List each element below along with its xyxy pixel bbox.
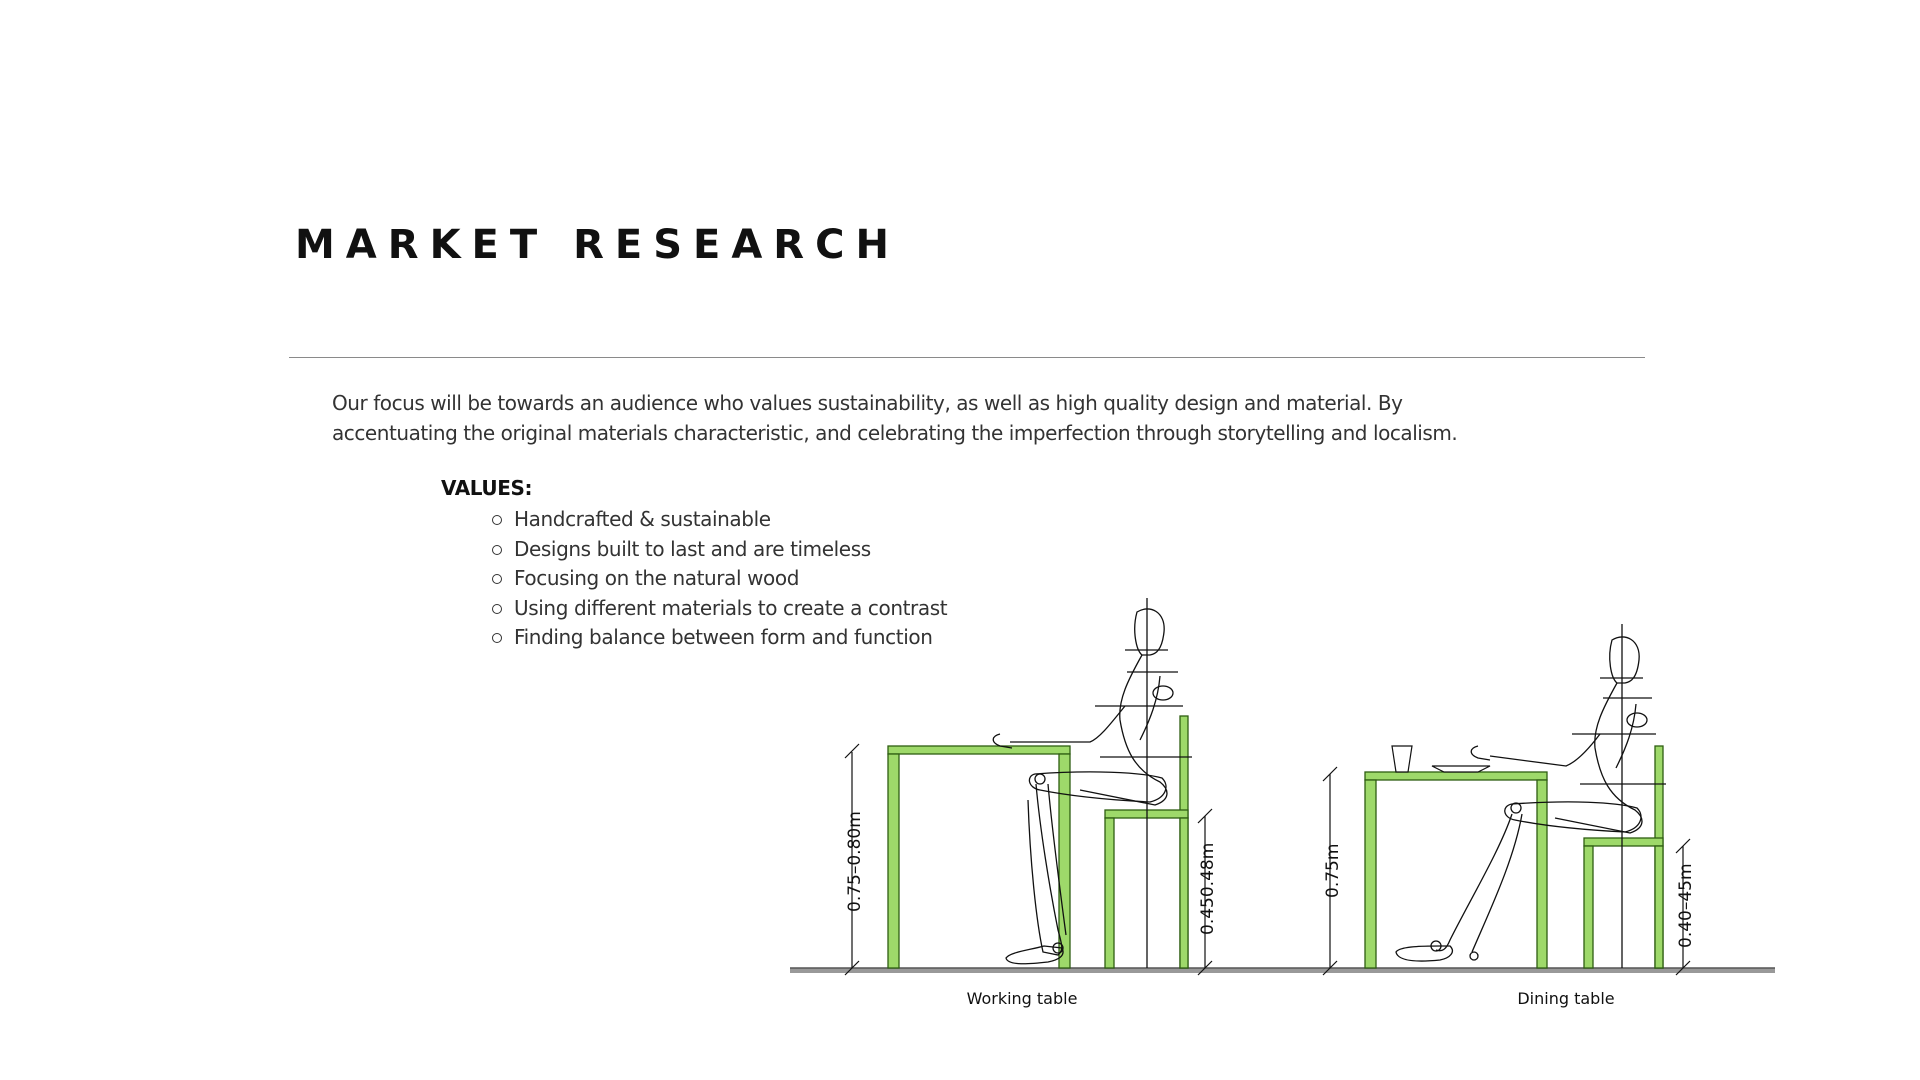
working-table-figure: 0.75–0.80m 0.450.48m bbox=[844, 598, 1218, 1008]
seated-figure-working bbox=[992, 598, 1192, 968]
intro-paragraph: Our focus will be towards an audience wh… bbox=[332, 391, 1458, 445]
list-item-text: Focusing on the natural wood bbox=[514, 566, 800, 590]
divider bbox=[289, 357, 1645, 358]
ground-line bbox=[790, 968, 1775, 973]
dining-chair bbox=[1583, 745, 1664, 969]
seated-figure-dining bbox=[1395, 624, 1666, 968]
list-item: Designs built to last and are timeless bbox=[490, 535, 947, 565]
dining-seat-height-dimension bbox=[1675, 838, 1691, 976]
list-item: Finding balance between form and functio… bbox=[490, 623, 947, 653]
hollow-bullet-icon bbox=[492, 574, 502, 584]
list-item-text: Finding balance between form and functio… bbox=[514, 625, 933, 649]
working-seat-height-label: 0.450.48m bbox=[1198, 843, 1218, 935]
dining-table-figure: 0.75m 0.40–45m bbox=[1322, 624, 1696, 1008]
hollow-bullet-icon bbox=[492, 603, 502, 614]
dining-table-caption: Dining table bbox=[1517, 989, 1614, 1008]
working-seat-height-dimension bbox=[1197, 808, 1213, 976]
hollow-bullet-icon bbox=[492, 633, 502, 643]
tableware bbox=[1391, 745, 1491, 773]
list-item: Using different materials to create a co… bbox=[490, 594, 948, 624]
values-list: Handcrafted & sustainable Designs built … bbox=[490, 505, 948, 653]
values-heading: VALUES: bbox=[441, 476, 533, 500]
dining-table-height-label: 0.75m bbox=[1323, 844, 1343, 898]
page-title: MARKET RESEARCH bbox=[295, 222, 900, 268]
working-table-height-label: 0.75–0.80m bbox=[845, 811, 865, 912]
list-item-text: Designs built to last and are timeless bbox=[514, 536, 871, 561]
hollow-bullet-icon bbox=[492, 544, 502, 555]
working-table bbox=[887, 745, 1071, 969]
list-item: Handcrafted & sustainable bbox=[490, 505, 947, 535]
dining-table-height-dimension bbox=[1322, 766, 1338, 976]
working-table-height-dimension bbox=[844, 743, 860, 976]
hollow-bullet-icon bbox=[492, 515, 502, 525]
dining-table bbox=[1364, 771, 1548, 969]
working-table-caption: Working table bbox=[967, 989, 1078, 1008]
list-item-text: Handcrafted & sustainable bbox=[514, 507, 771, 531]
dining-seat-height-label: 0.40–45m bbox=[1676, 863, 1696, 948]
list-item: Focusing on the natural wood bbox=[490, 564, 947, 594]
list-item-text: Using different materials to create a co… bbox=[514, 595, 948, 620]
